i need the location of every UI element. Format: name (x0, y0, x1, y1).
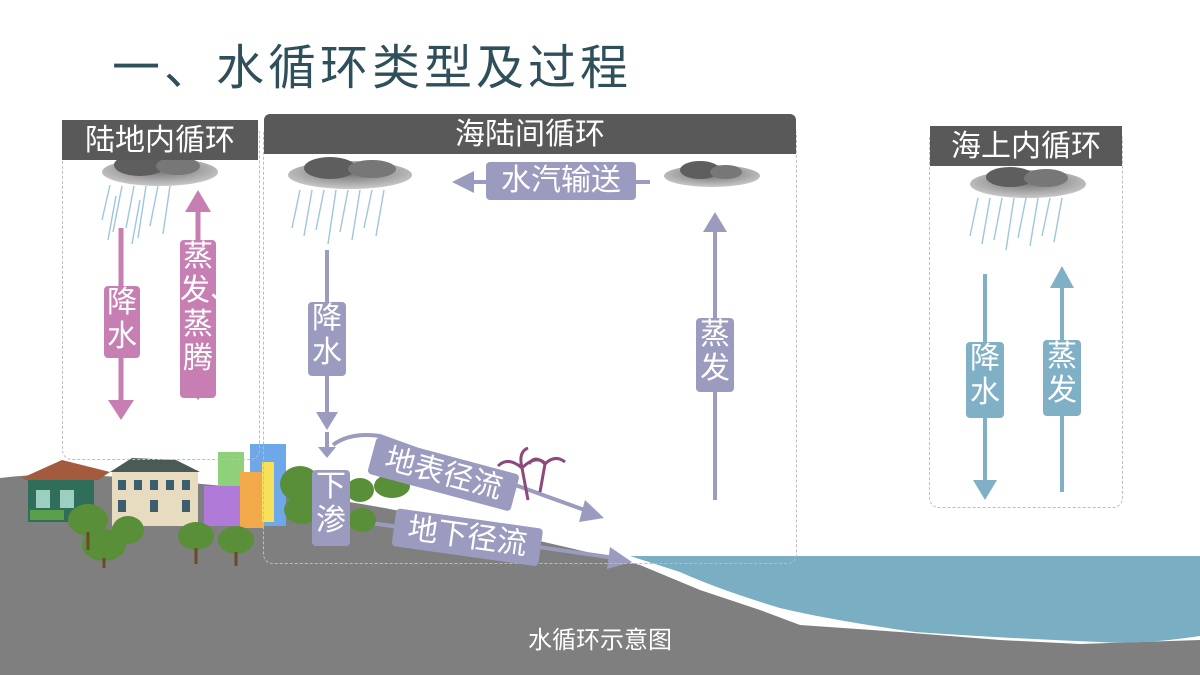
vapor-transport-label: 水汽输送 (486, 162, 636, 200)
ocean-cycle-tab: 海上内循环 (930, 126, 1122, 166)
land-cycle-panel (62, 124, 260, 460)
cloud-icon (664, 161, 760, 187)
infiltration-label: 下渗 (312, 470, 350, 546)
palm-icon (496, 446, 566, 501)
sea-land-cycle-tab: 海陆间循环 (264, 114, 796, 154)
sea-land-evap-label: 蒸发 (696, 318, 734, 392)
diagram-caption: 水循环示意图 (528, 626, 672, 654)
rain-cloud-icon (288, 157, 412, 245)
building-icon (110, 458, 200, 526)
ocean-cycle-panel (929, 130, 1123, 508)
page-title: 一、水循环类型及过程 (112, 40, 633, 96)
sea-land-precip-label: 降水 (308, 302, 346, 376)
sea (630, 556, 1200, 643)
ocean-precip-label: 降水 (966, 342, 1004, 418)
land-evap-arrowhead (185, 190, 211, 212)
ground (0, 474, 1200, 675)
tree-trunk (86, 532, 238, 568)
buildings-icon (204, 444, 286, 528)
land-cycle-tab: 陆地内循环 (62, 120, 258, 160)
land-precip-arrowhead (108, 400, 134, 420)
rain-cloud-icon (969, 167, 1086, 251)
ocean-evap-label: 蒸发 (1043, 340, 1081, 416)
land-precip-label: 降水 (104, 286, 140, 358)
surface-runoff-arrow (331, 433, 591, 514)
land-evap-label: 蒸发、蒸腾 (180, 240, 216, 398)
